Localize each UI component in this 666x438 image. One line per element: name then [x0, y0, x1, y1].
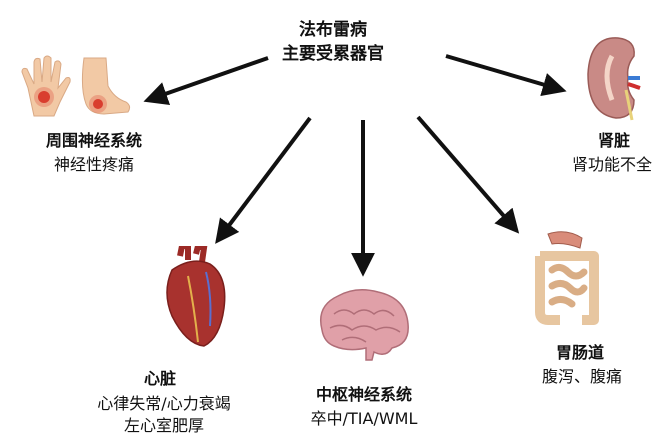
cns-label: 中枢神经系统 [315, 385, 412, 404]
intestine-icon [535, 231, 599, 325]
hand-foot-pain-icon [21, 55, 131, 117]
kidney-icon [587, 37, 641, 121]
title-line-1: 法布雷病 [299, 20, 367, 40]
arrow-to-gi [416, 115, 520, 234]
kidney-label: 肾脏 [597, 131, 630, 150]
arrow-to-heart [215, 116, 312, 244]
kidney-desc: 肾功能不全 [571, 155, 652, 174]
peripheral-nerve-desc: 神经性疼痛 [53, 155, 134, 174]
diagram-title: 法布雷病 主要受累器官 [233, 18, 433, 66]
hand-icon [21, 55, 71, 117]
heart-label: 心脏 [143, 369, 176, 388]
arrow-to-peripheral-nerve [143, 56, 269, 105]
heart-desc-2: 左心室肥厚 [123, 416, 204, 435]
gi-desc: 腹泻、腹痛 [541, 367, 622, 386]
peripheral-nerve-label: 周围神经系统 [45, 131, 142, 150]
heart-icon [166, 246, 226, 347]
heart-desc-1: 心律失常/心力衰竭 [97, 394, 231, 413]
cns-desc: 卒中/TIA/WML [310, 409, 418, 428]
foot-icon [81, 57, 131, 115]
gi-label: 胃肠道 [555, 343, 604, 362]
title-line-2: 主要受累器官 [282, 44, 384, 64]
brain-icon [320, 289, 409, 361]
arrow-to-kidney [445, 54, 567, 97]
